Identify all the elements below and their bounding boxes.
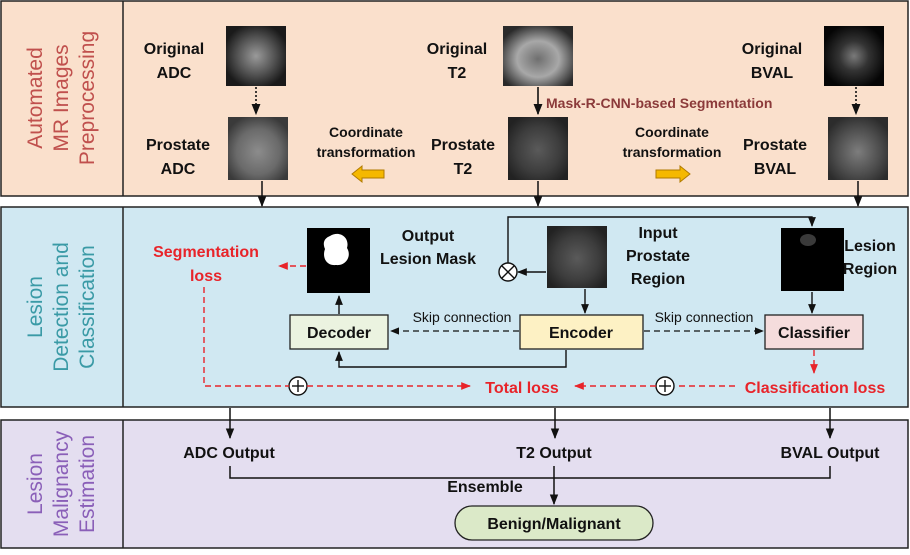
- mri-adc-thumbnail: [226, 26, 286, 86]
- svg-text:Classification: Classification: [76, 245, 99, 369]
- section-title-malignancy: Lesion Malignancy Estimation: [24, 430, 99, 537]
- label-prostate-t2-1: Prostate: [431, 137, 495, 154]
- malignancy-panel: [0, 419, 909, 549]
- label-coord-left-1: Coordinate: [329, 124, 403, 140]
- section-title-preprocessing: Automated MR Images Preprocessing: [24, 31, 99, 165]
- prostate-adc-thumbnail: [228, 117, 288, 180]
- label-prostate-adc-2: ADC: [161, 161, 196, 178]
- label-adc-output: ADC Output: [183, 445, 275, 462]
- yellow-arrow-left: [351, 164, 385, 184]
- classifier-label: Classifier: [778, 325, 850, 342]
- svg-text:Lesion: Lesion: [24, 453, 47, 515]
- label-prostate-bval-2: BVAL: [754, 161, 797, 178]
- label-seg-loss-2: loss: [190, 268, 222, 285]
- decoder-box: [289, 314, 389, 350]
- label-coord-right-2: transformation: [623, 144, 722, 160]
- label-coord-right-1: Coordinate: [635, 124, 709, 140]
- label-output-mask-1: Output: [402, 228, 455, 245]
- encoder-box: [519, 314, 644, 350]
- label-bval-output: BVAL Output: [781, 445, 881, 462]
- label-lesion-region-1: Lesion: [844, 238, 896, 255]
- svg-text:Automated: Automated: [24, 47, 47, 149]
- label-original-adc-2: ADC: [157, 65, 192, 82]
- label-input-region-1: Input: [638, 225, 678, 242]
- label-result: Benign/Malignant: [487, 516, 621, 533]
- prostate-t2-thumbnail: [508, 117, 568, 180]
- result-box: [454, 505, 654, 541]
- label-mask-rcnn: Mask-R-CNN-based Segmentation: [546, 95, 772, 111]
- label-coord-left-2: transformation: [317, 144, 416, 160]
- svg-text:MR Images: MR Images: [50, 44, 73, 151]
- yellow-arrow-right: [655, 164, 691, 184]
- label-input-region-3: Region: [631, 271, 685, 288]
- label-t2-output: T2 Output: [516, 445, 592, 462]
- label-prostate-adc-1: Prostate: [146, 137, 210, 154]
- section-title-detection: Lesion Detection and Classification: [24, 242, 99, 372]
- label-original-bval-1: Original: [742, 41, 802, 58]
- label-original-adc-1: Original: [144, 41, 204, 58]
- label-original-bval-2: BVAL: [751, 65, 794, 82]
- encoder-label: Encoder: [549, 325, 613, 342]
- label-input-region-2: Prostate: [626, 248, 690, 265]
- svg-text:Estimation: Estimation: [76, 435, 99, 533]
- label-skip-left: Skip connection: [413, 309, 512, 325]
- svg-text:Lesion: Lesion: [24, 276, 47, 338]
- svg-text:Preprocessing: Preprocessing: [76, 31, 99, 165]
- label-class-loss: Classification loss: [745, 380, 886, 397]
- label-seg-loss-1: Segmentation: [153, 244, 259, 261]
- label-output-mask-2: Lesion Mask: [380, 251, 476, 268]
- detection-panel: [0, 206, 909, 408]
- input-prostate-image: [547, 226, 607, 288]
- prostate-bval-thumbnail: [828, 117, 888, 180]
- label-total-loss: Total loss: [485, 380, 559, 397]
- label-prostate-bval-1: Prostate: [743, 137, 807, 154]
- mri-bval-thumbnail: [824, 26, 884, 86]
- lesion-mask-blob: [323, 233, 349, 266]
- label-prostate-t2-2: T2: [454, 161, 473, 178]
- preprocessing-panel: [0, 0, 909, 197]
- decoder-label: Decoder: [307, 325, 371, 342]
- svg-text:Detection and: Detection and: [50, 242, 73, 372]
- svg-text:Malignancy: Malignancy: [50, 430, 73, 537]
- label-original-t2-1: Original: [427, 41, 487, 58]
- label-skip-right: Skip connection: [655, 309, 754, 325]
- label-lesion-region-2: Region: [843, 261, 897, 278]
- classifier-box: [764, 314, 864, 350]
- label-ensemble: Ensemble: [447, 479, 523, 496]
- mri-t2-thumbnail: [503, 26, 573, 86]
- label-original-t2-2: T2: [448, 65, 467, 82]
